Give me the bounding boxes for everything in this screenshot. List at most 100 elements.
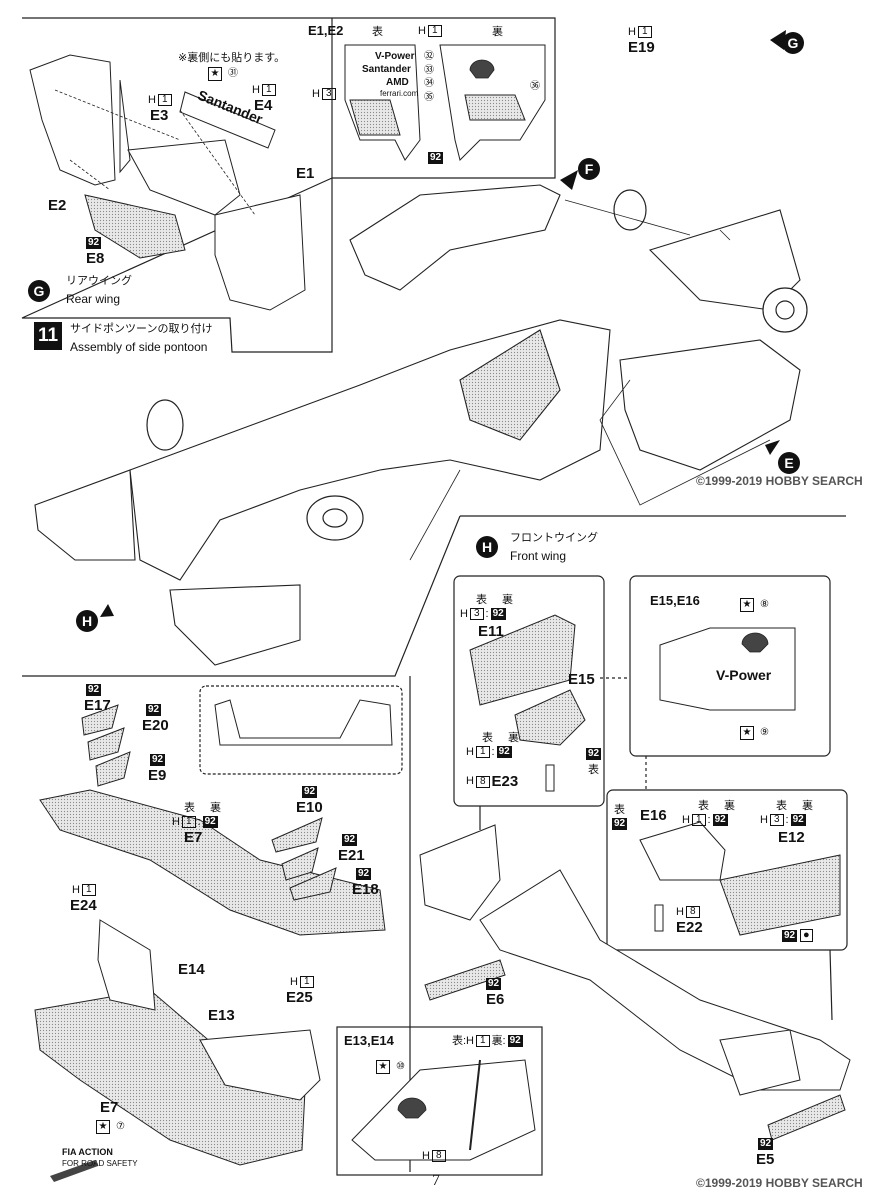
label-e21: E21 — [338, 847, 365, 864]
ferrari-url-decal: ferrari.com — [380, 89, 419, 98]
santander-decal: Santander — [362, 64, 411, 75]
decal-star-icon: ★ — [208, 67, 222, 81]
label-e25: E25 — [286, 989, 313, 1006]
paint-92-e15: 92 — [586, 748, 602, 760]
decal-36: ㊱ — [530, 81, 540, 92]
e15-back-label: 裏 — [508, 731, 519, 744]
paint-92-e20: 92 — [146, 704, 162, 716]
vpower-decal-e16: V-Power — [716, 667, 772, 683]
rear-wing-title-en: Rear wing — [66, 292, 121, 306]
marker-g-top: G — [782, 32, 804, 54]
e16-front-label: 表 — [614, 803, 625, 816]
step-11-badge: 11 — [34, 322, 62, 350]
fia-logo-mark — [50, 1160, 98, 1182]
fia-logo-line1: FIA ACTION — [62, 1147, 113, 1157]
label-e15-main: E15 — [568, 671, 595, 688]
label-e20: E20 — [142, 717, 169, 734]
decal-8-star-icon: ★ — [740, 598, 754, 612]
decal-9-star-icon: ★ — [740, 726, 754, 740]
decal-10-star-icon: ★ — [376, 1060, 390, 1074]
label-e16: E16 — [640, 807, 667, 824]
label-e4: E4 — [254, 97, 273, 114]
front-wing-title-jp: フロントウイング — [510, 531, 598, 544]
e15-front-label: 表 — [482, 731, 493, 744]
e12-e16-inset — [606, 789, 848, 951]
label-e1: E1 — [296, 165, 315, 182]
label-e24: E24 — [70, 897, 97, 914]
e13-e14-inset — [336, 1026, 543, 1176]
step-11-title-en: Assembly of side pontoon — [70, 340, 208, 354]
e13-e14-header: E13,E14 — [344, 1033, 394, 1048]
label-e22: E22 — [676, 919, 703, 936]
decal-gloss-icon: ● — [800, 929, 813, 942]
vpower-decal: V-Power — [375, 51, 415, 62]
backside-note: ※裏側にも貼ります。 — [178, 51, 286, 64]
e11-inset — [453, 575, 605, 807]
decal-34: ㉞ — [424, 78, 434, 89]
e16b-back-label: 裏 — [724, 799, 735, 812]
decal-31: ㉛ — [228, 68, 238, 79]
decal-9: ⑨ — [760, 727, 769, 738]
front-wing-marker: H — [476, 536, 498, 558]
e12-front-label: 表 — [776, 799, 787, 812]
decal-33: ㉝ — [424, 65, 434, 76]
front-label: 表 — [372, 25, 383, 38]
paint-92-e5: 92 — [758, 1138, 774, 1150]
marker-e: E — [778, 452, 800, 474]
label-e7-top: E7 — [184, 829, 203, 846]
e15-e16-header: E15,E16 — [650, 593, 700, 608]
paint-92-e10: 92 — [302, 786, 318, 798]
watermark: ©1999-2019 HOBBY SEARCH — [696, 1176, 863, 1190]
e7-front-label: 表 — [184, 801, 195, 814]
amd-decal: AMD — [386, 77, 409, 88]
paint-92-e17: 92 — [86, 684, 102, 696]
watermark-mid: ©1999-2019 HOBBY SEARCH — [696, 474, 863, 488]
decal-10: ⑩ — [396, 1061, 405, 1072]
paint-92-e18: 92 — [356, 868, 372, 880]
e1-e2-header: E1,E2 — [308, 23, 344, 38]
e11-back-label: 裏 — [502, 593, 513, 606]
marker-h-left: H — [76, 610, 98, 632]
decal-32: ㉜ — [424, 51, 434, 62]
back-label: 裏 — [492, 25, 503, 38]
paint-92-e12: 92 — [782, 930, 798, 942]
label-e13: E13 — [208, 1007, 235, 1024]
label-e3: E3 — [150, 107, 169, 124]
decal-8: ⑧ — [760, 599, 769, 610]
label-e8: E8 — [86, 250, 105, 267]
rear-wing-frame — [21, 17, 556, 353]
front-wing-frame — [22, 515, 846, 677]
rear-wing-marker: G — [28, 280, 50, 302]
front-wing-title-en: Front wing — [510, 549, 567, 563]
label-e10: E10 — [296, 799, 323, 816]
label-e2: E2 — [48, 197, 67, 214]
page-number: 7 — [432, 1172, 440, 1189]
paint-92-panel: 92 — [428, 152, 444, 164]
marker-f: F — [578, 158, 600, 180]
e15-paint-front: 表 — [588, 763, 599, 776]
e11-front-label: 表 — [476, 593, 487, 606]
label-e12: E12 — [778, 829, 805, 846]
paint-92-e6: 92 — [486, 978, 502, 990]
step-11-title-jp: サイドポンツーンの取り付け — [70, 322, 213, 335]
paint-92-e9: 92 — [150, 754, 166, 766]
label-e11: E11 — [478, 623, 504, 640]
e16b-front-label: 表 — [698, 799, 709, 812]
e12-back-label: 裏 — [802, 799, 813, 812]
decal-7-star-icon: ★ — [96, 1120, 110, 1134]
e15-e16-inset — [629, 575, 831, 757]
e7-back-label: 裏 — [210, 801, 221, 814]
